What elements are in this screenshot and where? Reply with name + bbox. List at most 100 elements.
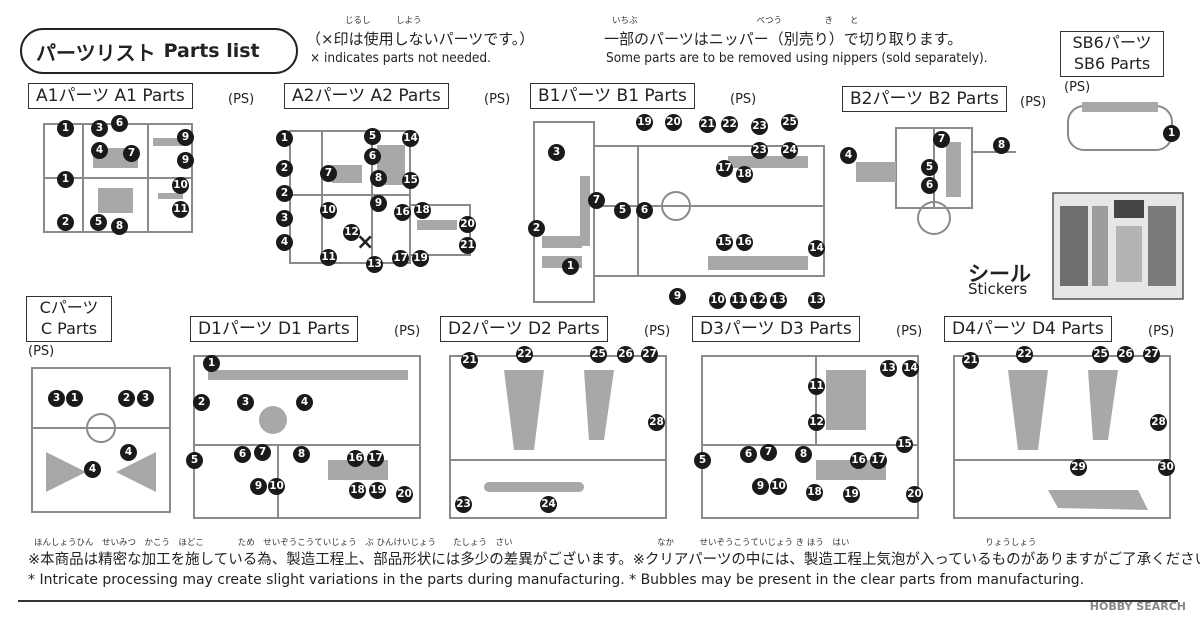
part-number: 5 (90, 214, 107, 231)
part-number: 21 (699, 116, 716, 133)
part-number: 19 (636, 114, 653, 131)
b2-label: B2パーツ B2 Parts (842, 86, 1007, 112)
part-number: 8 (795, 446, 812, 463)
a2-material: (PS) (484, 92, 511, 107)
part-number: 1 (276, 130, 293, 147)
sb6-label-jp: SB6パーツ (1072, 33, 1152, 52)
part-number: 1 (66, 390, 83, 407)
part-number: 17 (870, 452, 887, 469)
part-number: 5 (614, 202, 631, 219)
stickers-label-en: Stickers (968, 280, 1028, 298)
part-number: 1 (57, 171, 74, 188)
stickers-label-jp: シール (968, 262, 1031, 286)
part-number: 9 (177, 129, 194, 146)
part-number: 2 (193, 394, 210, 411)
note-excluded-jp: （×印は使用しないパーツです。） (306, 30, 535, 48)
part-number: 2 (528, 220, 545, 237)
part-number: 9 (177, 152, 194, 169)
sb6-material: (PS) (1064, 80, 1091, 95)
part-number: 1 (562, 258, 579, 275)
part-number: 26 (1117, 346, 1134, 363)
title-jp: パーツリスト (36, 40, 156, 65)
part-number: 16 (850, 452, 867, 469)
part-number: 1 (57, 120, 74, 137)
part-number: 2 (276, 185, 293, 202)
part-number: 28 (1150, 414, 1167, 431)
part-number: 11 (808, 378, 825, 395)
part-number: 21 (461, 352, 478, 369)
b1-label: B1パーツ B1 Parts (530, 83, 695, 109)
b2-material: (PS) (1020, 95, 1047, 110)
part-number: 22 (1016, 346, 1033, 363)
c-label-jp: Cパーツ (39, 298, 99, 317)
footer-ruby: ほんしょうひん せいみつ かこう ほどこ ため せいぞうこうていじょう ぶ ひん… (34, 538, 1037, 548)
part-number: 5 (364, 128, 381, 145)
part-number: 3 (548, 144, 565, 161)
part-number: 4 (84, 461, 101, 478)
a1-label: A1パーツ A1 Parts (28, 83, 193, 109)
part-number: 17 (367, 450, 384, 467)
part-number: 2 (57, 214, 74, 231)
part-number: 27 (641, 346, 658, 363)
b2-runner-diagram (846, 122, 1026, 250)
part-number: 6 (740, 446, 757, 463)
c-runner-diagram (26, 362, 176, 518)
part-number: 28 (648, 414, 665, 431)
part-number: 13 (366, 256, 383, 273)
part-number: 10 (172, 177, 189, 194)
d2-material: (PS) (644, 324, 671, 339)
footer-note-en: * Intricate processing may create slight… (28, 572, 1085, 588)
part-number: 4 (296, 394, 313, 411)
part-number: 3 (276, 210, 293, 227)
part-number: 3 (137, 390, 154, 407)
part-number: 6 (364, 148, 381, 165)
note-excluded-en: × indicates parts not needed. (310, 50, 491, 66)
part-number: 18 (349, 482, 366, 499)
part-number: 9 (669, 288, 686, 305)
part-number: 9 (752, 478, 769, 495)
part-number: 4 (276, 234, 293, 251)
note2-ruby: いちぶ べつう き と (612, 16, 859, 26)
part-number: 20 (459, 216, 476, 233)
part-number: 3 (237, 394, 254, 411)
part-number: 29 (1070, 459, 1087, 476)
part-number: 2 (118, 390, 135, 407)
part-number: 7 (320, 165, 337, 182)
part-number: 22 (516, 346, 533, 363)
part-number: 7 (123, 145, 140, 162)
d3-runner-diagram (696, 350, 926, 525)
part-number: 7 (760, 444, 777, 461)
part-number: 6 (921, 177, 938, 194)
part-number: 11 (320, 249, 337, 266)
part-number: 19 (843, 486, 860, 503)
part-number: 12 (808, 414, 825, 431)
part-number: 4 (120, 444, 137, 461)
part-number: 18 (414, 202, 431, 219)
part-number: 10 (709, 292, 726, 309)
part-number: 20 (396, 486, 413, 503)
sticker-sheet-diagram (1052, 192, 1184, 300)
sb6-label-en: SB6 Parts (1073, 54, 1151, 73)
part-number: 8 (111, 218, 128, 235)
d4-material: (PS) (1148, 324, 1175, 339)
title-en: Parts list (163, 40, 260, 62)
b1-material: (PS) (730, 92, 757, 107)
part-number: 13 (808, 292, 825, 309)
part-number: 25 (781, 114, 798, 131)
part-number: 8 (993, 137, 1010, 154)
part-number: 13 (880, 360, 897, 377)
b1-runner-diagram (528, 116, 828, 308)
part-number: 10 (268, 478, 285, 495)
excluded-mark: × (356, 230, 375, 255)
part-number: 7 (933, 131, 950, 148)
d4-label: D4パーツ D4 Parts (944, 316, 1112, 342)
part-number: 19 (369, 482, 386, 499)
part-number: 24 (781, 142, 798, 159)
part-number: 12 (750, 292, 767, 309)
part-number: 15 (716, 234, 733, 251)
part-number: 4 (91, 142, 108, 159)
part-number: 24 (540, 496, 557, 513)
part-number: 14 (902, 360, 919, 377)
a2-label: A2パーツ A2 Parts (284, 83, 449, 109)
part-number: 25 (1092, 346, 1109, 363)
